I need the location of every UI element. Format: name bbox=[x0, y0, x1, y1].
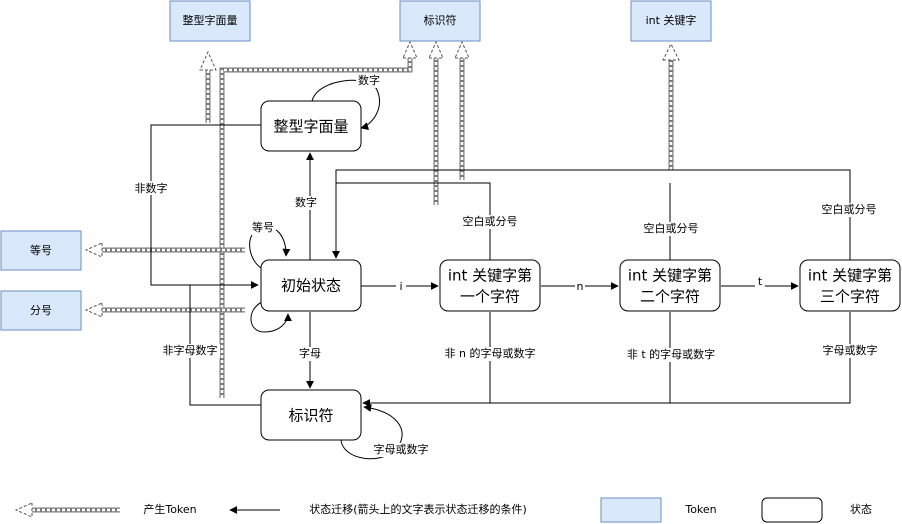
state-initial: 初始状态 bbox=[260, 259, 362, 312]
state-kw3-line1: int 关键字第 bbox=[808, 267, 892, 285]
token-int-literal-label: 整型字面量 bbox=[183, 13, 238, 27]
state-kw3-line2: 三个字符 bbox=[820, 288, 880, 306]
state-kw2-line2: 二个字符 bbox=[640, 288, 700, 306]
edge-label-non-letter-digit: 非字母数字 bbox=[163, 343, 218, 357]
token-box-int-literal: 整型字面量 bbox=[169, 0, 251, 42]
edge-label-non-digit: 非数字 bbox=[135, 181, 168, 195]
edge-label-ws-3: 空白或分号 bbox=[822, 202, 877, 216]
state-initial-label: 初始状态 bbox=[281, 277, 341, 295]
token-box-identifier: 标识符 bbox=[399, 0, 481, 42]
legend: 产生Token 状态迁移(箭头上的文字表示状态迁移的条件) Token 状态 bbox=[14, 497, 872, 523]
state-identifier: 标识符 bbox=[260, 389, 362, 441]
legend-state: 状态 bbox=[761, 497, 872, 523]
state-kw3: int 关键字第 三个字符 bbox=[799, 259, 901, 312]
legend-state-label: 状态 bbox=[850, 502, 872, 516]
edge-label-letter-or-digit: 字母或数字 bbox=[823, 343, 878, 357]
token-box-semicolon: 分号 bbox=[0, 290, 82, 331]
edge-label-n: n bbox=[577, 280, 584, 293]
edge-label-digit-loop: 数字 bbox=[358, 73, 380, 87]
produce-token-arrows bbox=[84, 40, 680, 398]
edge-label-digit: 数字 bbox=[295, 195, 317, 209]
state-kw2: int 关键字第 二个字符 bbox=[619, 259, 721, 312]
edge-labels: 数字 非数字 数字 等号 i n t 空白或分号 空白或分号 空白或分号 非字母… bbox=[131, 73, 882, 457]
legend-transition: 状态迁移(箭头上的文字表示状态迁移的条件) bbox=[229, 502, 527, 516]
state-int-literal: 整型字面量 bbox=[260, 100, 362, 152]
edge-label-letter-or-digit-loop: 字母或数字 bbox=[374, 442, 429, 456]
edge-label-equals-loop: 等号 bbox=[252, 220, 274, 234]
state-kw1-line1: int 关键字第 bbox=[448, 267, 532, 285]
state-kw1-line2: 一个字符 bbox=[460, 288, 520, 306]
edge-label-i: i bbox=[399, 280, 402, 293]
state-kw1: int 关键字第 一个字符 bbox=[439, 259, 541, 312]
legend-produce-token-label: 产生Token bbox=[143, 502, 196, 516]
legend-produce-token: 产生Token bbox=[14, 502, 197, 518]
state-identifier-label: 标识符 bbox=[288, 407, 333, 425]
edge-label-letter: 字母 bbox=[299, 346, 321, 360]
edge-label-ws-1: 空白或分号 bbox=[463, 214, 518, 228]
token-semicolon-label: 分号 bbox=[30, 304, 52, 317]
legend-token-label: Token bbox=[684, 503, 716, 516]
legend-token: Token bbox=[600, 497, 717, 523]
edge-label-t: t bbox=[758, 275, 763, 288]
edge-label-ws-2: 空白或分号 bbox=[644, 221, 699, 235]
token-equals-label: 等号 bbox=[30, 243, 52, 257]
token-int-keyword-label: int 关键字 bbox=[646, 13, 697, 27]
edge-label-not-n: 非 n 的字母或数字 bbox=[445, 346, 536, 360]
state-kw2-line1: int 关键字第 bbox=[628, 267, 712, 285]
token-box-int-keyword: int 关键字 bbox=[630, 0, 712, 42]
token-identifier-label: 标识符 bbox=[424, 13, 457, 27]
legend-transition-label: 状态迁移(箭头上的文字表示状态迁移的条件) bbox=[309, 502, 527, 516]
token-box-equals: 等号 bbox=[0, 230, 82, 271]
state-int-literal-label: 整型字面量 bbox=[273, 118, 348, 136]
edge-label-not-t: 非 t 的字母或数字 bbox=[627, 347, 715, 361]
